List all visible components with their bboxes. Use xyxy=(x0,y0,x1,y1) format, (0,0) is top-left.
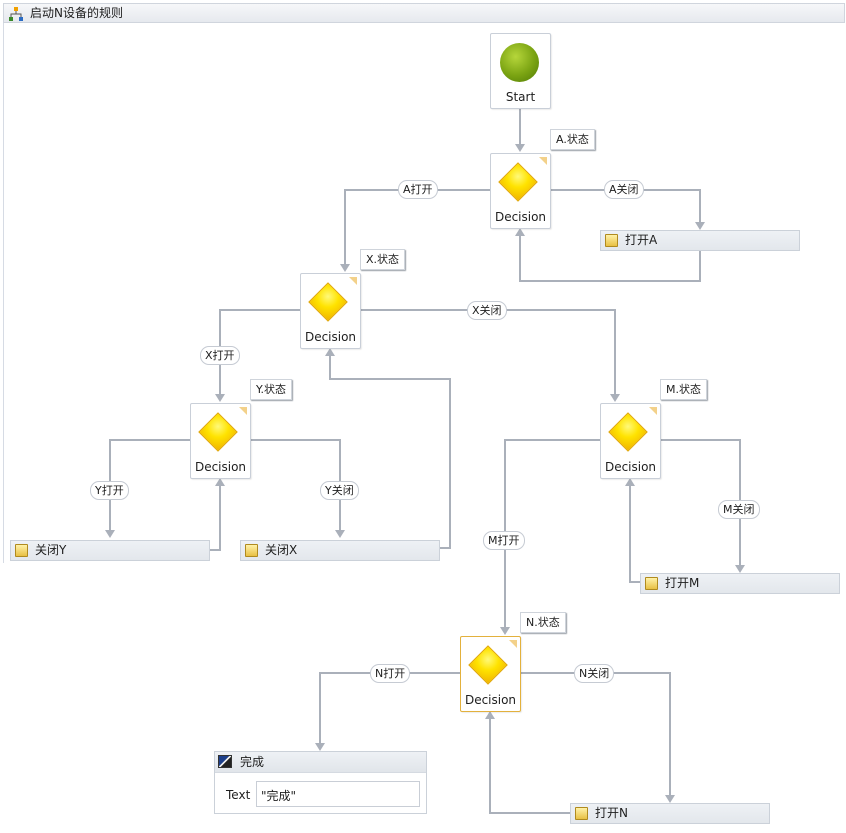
activity-header: 完成 xyxy=(215,752,426,773)
corner-marker-icon xyxy=(649,407,657,415)
corner-marker-icon xyxy=(539,157,547,165)
branch-label-m-false: M关闭 xyxy=(718,500,760,519)
decision-label: Decision xyxy=(494,210,547,224)
decision-label: Decision xyxy=(194,460,247,474)
decision-diamond-icon xyxy=(498,162,538,202)
branch-label-x-false: X关闭 xyxy=(467,301,507,320)
activity-open-m[interactable]: 打开M xyxy=(640,573,840,594)
branch-label-y-false: Y关闭 xyxy=(320,481,359,500)
decision-diamond-icon xyxy=(308,282,348,322)
workflow-canvas xyxy=(3,3,846,563)
workflow-header: 启动N设备的规则 xyxy=(3,3,845,23)
activity-icon xyxy=(575,807,588,820)
activity-close-x[interactable]: 关闭X xyxy=(240,540,440,561)
flowchart-icon xyxy=(9,7,23,21)
branch-label-n-false: N关闭 xyxy=(574,664,615,683)
activity-open-n[interactable]: 打开N xyxy=(570,803,770,824)
activity-label: 关闭Y xyxy=(35,543,67,557)
decision-diamond-icon xyxy=(608,412,648,452)
activity-open-a[interactable]: 打开A xyxy=(600,230,800,251)
text-field-label: Text xyxy=(226,788,251,802)
start-circle-icon xyxy=(500,43,539,82)
start-label: Start xyxy=(505,90,536,104)
branch-label-a-true: A打开 xyxy=(398,180,438,199)
decision-diamond-icon xyxy=(468,645,508,685)
branch-label-y-true: Y打开 xyxy=(90,481,129,500)
corner-marker-icon xyxy=(509,640,517,648)
text-field-input[interactable]: "完成" xyxy=(256,781,420,807)
decision-label: Decision xyxy=(464,693,517,707)
branch-label-x-true: X打开 xyxy=(200,346,240,365)
decision-label: Decision xyxy=(604,460,657,474)
decision-label: Decision xyxy=(304,330,357,344)
condition-tag-a: A.状态 xyxy=(550,129,595,150)
start-node[interactable]: Start xyxy=(490,33,551,109)
activity-icon xyxy=(645,577,658,590)
decision-node-x[interactable]: Decision xyxy=(300,273,361,349)
branch-label-m-true: M打开 xyxy=(483,531,525,550)
activity-label: 打开N xyxy=(595,806,628,820)
corner-marker-icon xyxy=(349,277,357,285)
decision-node-m[interactable]: Decision xyxy=(600,403,661,479)
decision-node-n[interactable]: Decision xyxy=(460,636,521,712)
activity-icon xyxy=(15,544,28,557)
activity-label: 打开M xyxy=(665,576,700,590)
activity-label: 关闭X xyxy=(265,543,298,557)
branch-label-n-true: N打开 xyxy=(370,664,411,683)
branch-label-a-false: A关闭 xyxy=(604,180,644,199)
workflow-title: 启动N设备的规则 xyxy=(30,6,123,20)
corner-marker-icon xyxy=(239,407,247,415)
condition-tag-y: Y.状态 xyxy=(250,379,292,400)
activity-done[interactable]: 完成 Text "完成" xyxy=(214,751,427,814)
activity-icon xyxy=(605,234,618,247)
condition-tag-n: N.状态 xyxy=(520,612,566,633)
decision-node-a[interactable]: Decision xyxy=(490,153,551,229)
condition-tag-x: X.状态 xyxy=(360,249,406,270)
activity-close-y[interactable]: 关闭Y xyxy=(10,540,210,561)
activity-label: 打开A xyxy=(625,233,658,247)
decision-node-y[interactable]: Decision xyxy=(190,403,251,479)
write-line-icon xyxy=(218,755,232,768)
decision-diamond-icon xyxy=(198,412,238,452)
activity-title: 完成 xyxy=(240,755,265,769)
activity-icon xyxy=(245,544,258,557)
condition-tag-m: M.状态 xyxy=(660,379,707,400)
